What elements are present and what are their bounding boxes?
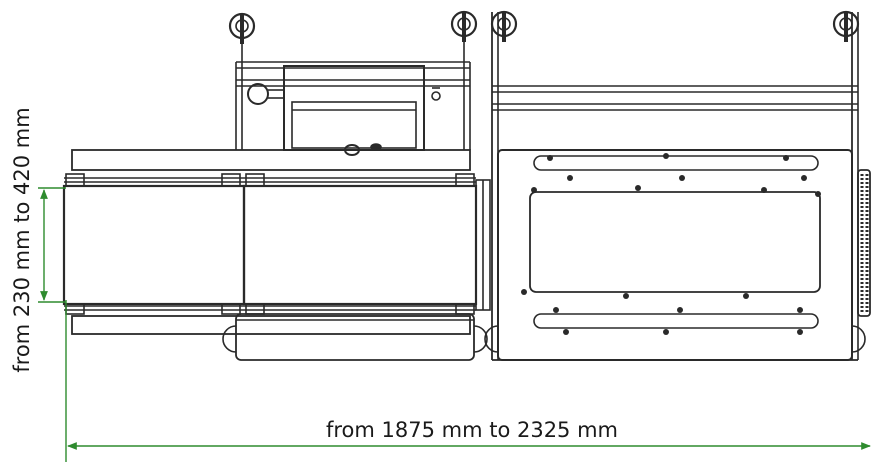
castor-wheel-top-left — [228, 12, 256, 62]
castor-wheel-bottom-left — [222, 325, 488, 353]
height-dimension-label: from 230 mm to 420 mm — [10, 107, 34, 372]
upper-side-rail — [71, 149, 471, 171]
brush-roller-right — [857, 169, 871, 317]
transfer-plate — [475, 179, 491, 311]
lower-side-rail — [71, 315, 471, 335]
width-dimension-label: from 1875 mm to 2325 mm — [326, 418, 618, 442]
height-dimension — [38, 187, 66, 303]
width-dimension — [65, 300, 871, 462]
motor-housing — [247, 65, 441, 151]
table-fasteners — [521, 153, 821, 335]
conveyor-belt-left — [62, 173, 246, 315]
castor-wheel-bottom-right — [484, 325, 866, 353]
castor-wheel-top-right — [832, 10, 860, 42]
castor-wheel-top-middle-right — [490, 10, 518, 42]
conveyor-belt-middle — [242, 173, 478, 315]
lower-cover — [235, 313, 475, 361]
sorting-table-top — [497, 149, 853, 361]
left-module-frame — [235, 61, 471, 150]
right-module-frame — [491, 12, 859, 361]
castor-wheel-top-middle-left — [450, 10, 478, 62]
